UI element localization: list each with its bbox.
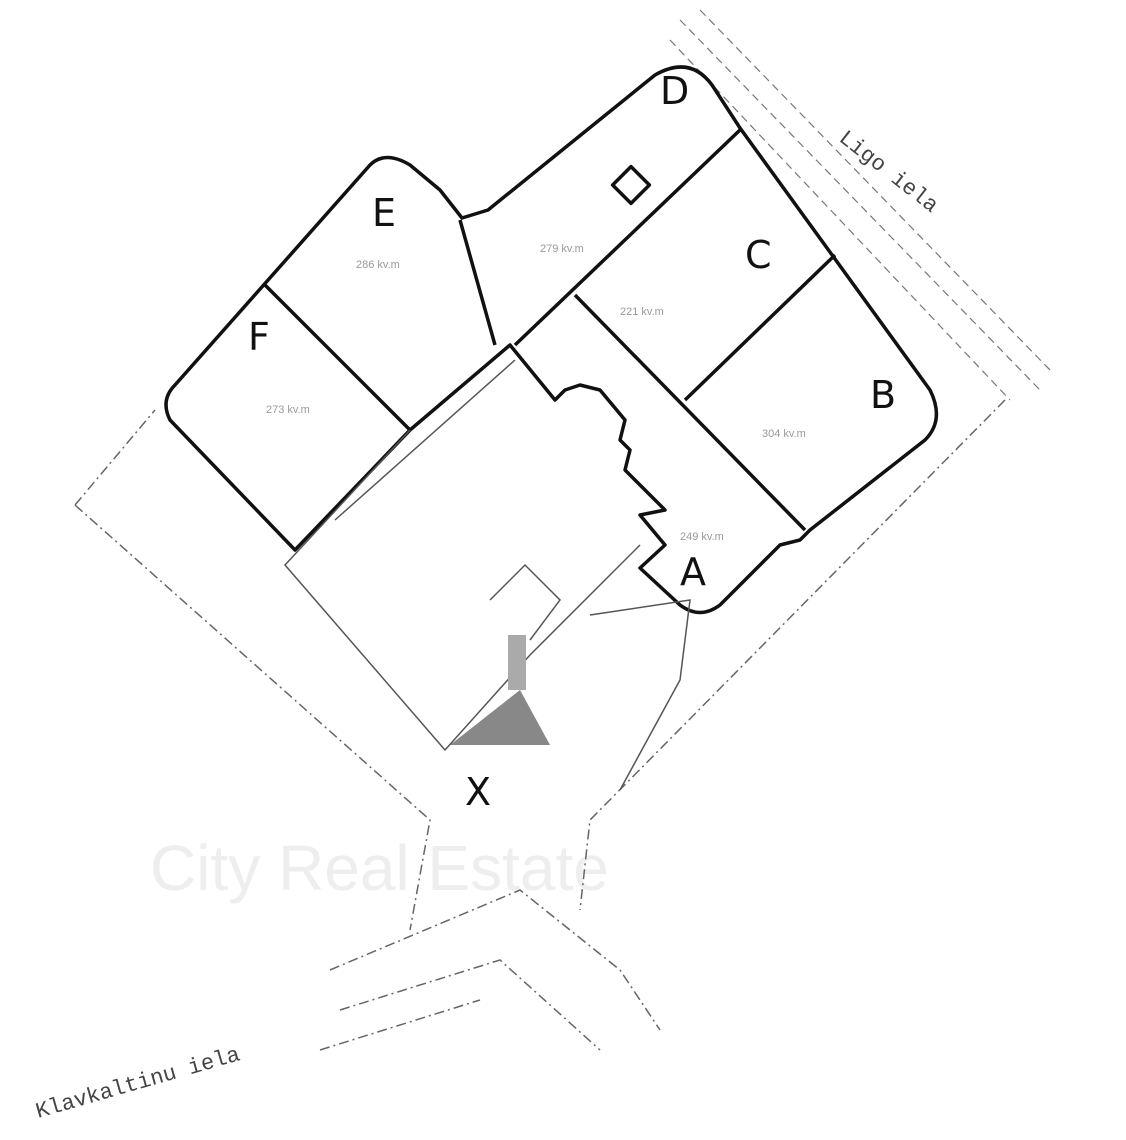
plot-f-area: 273 kv.m — [266, 404, 310, 416]
watermark: City Real Estate — [150, 832, 609, 904]
entrance-label: X — [465, 770, 491, 814]
plot-f-label: F — [248, 315, 270, 359]
plot-c-area: 221 kv.m — [620, 306, 664, 318]
street-ligo-iela: Ligo iela — [834, 126, 943, 219]
plot-b-label: B — [870, 373, 896, 417]
plot-d-area: 279 kv.m — [540, 243, 584, 255]
street-klavkaltinu-iela: Klavkaltinu iela — [33, 1042, 243, 1124]
plot-b-area: 304 kv.m — [762, 428, 806, 440]
plot-boundaries — [164, 65, 939, 615]
entrance-path — [508, 635, 526, 690]
building-outline — [283, 359, 691, 791]
plot-d-label: D — [660, 69, 689, 113]
plot-c-label: C — [745, 233, 772, 277]
entrance-ramp — [450, 690, 550, 745]
plot-a-area: 249 kv.m — [680, 531, 724, 543]
plot-a-label: A — [680, 550, 706, 594]
ligo-street-edge — [669, 9, 1051, 401]
plot-e-label: E — [372, 191, 396, 235]
plot-e-area: 286 kv.m — [356, 259, 400, 271]
site-boundary-dashed — [74, 399, 1006, 1051]
